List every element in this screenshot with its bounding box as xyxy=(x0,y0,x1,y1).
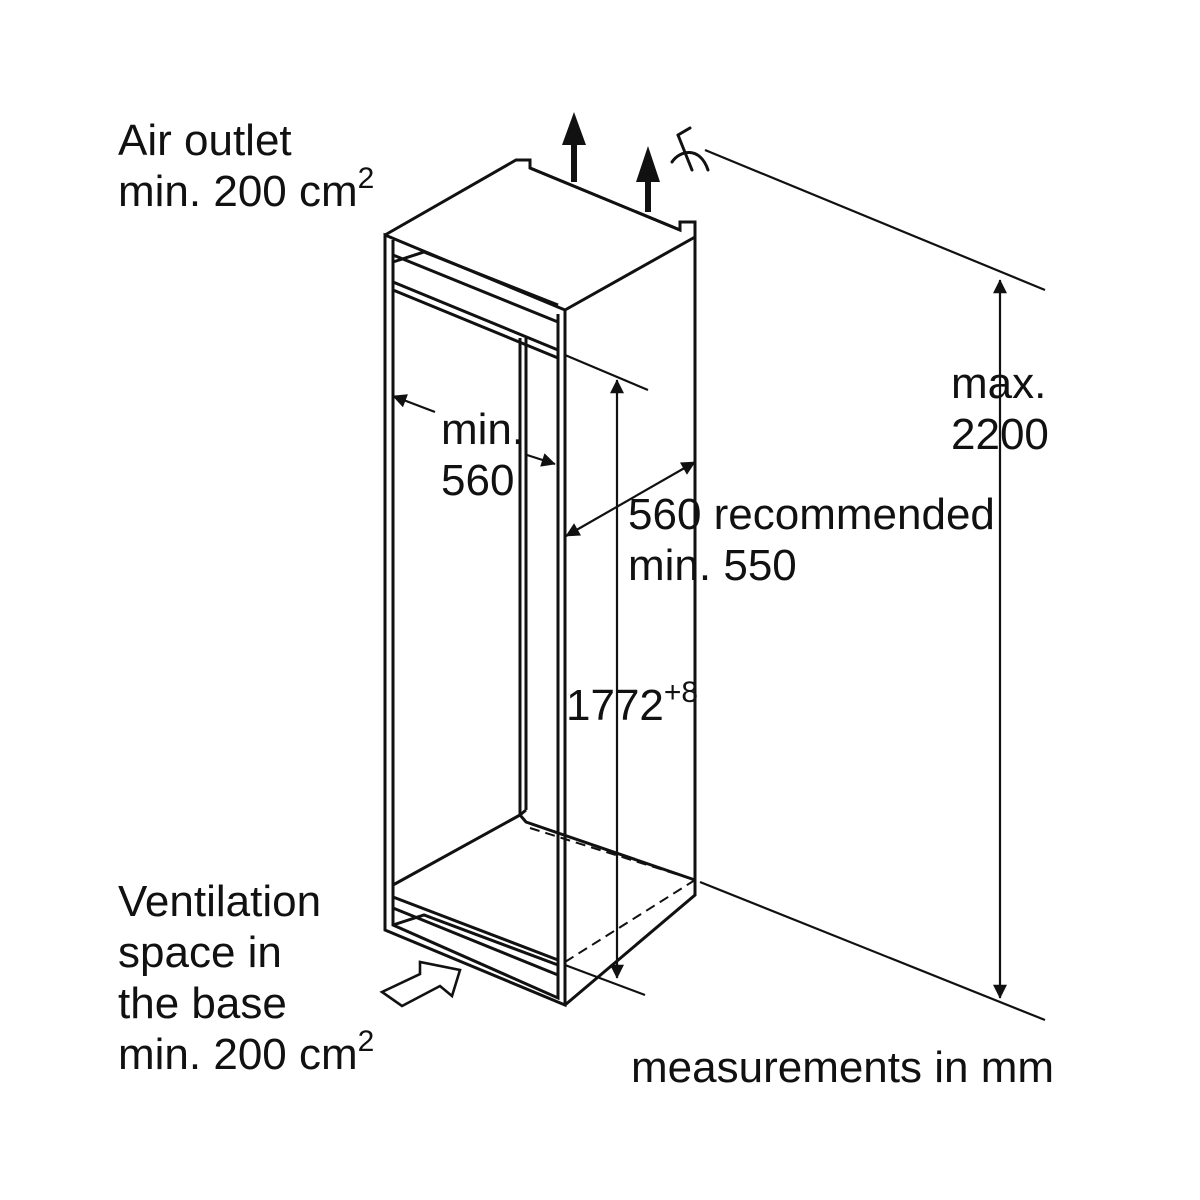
air-outlet-line1: Air outlet xyxy=(118,116,292,165)
air-inlet-arrow-icon xyxy=(379,960,462,1008)
ventilation-line4: min. 200 cm2 xyxy=(118,1025,375,1079)
cabinet-front-inner xyxy=(391,240,560,1001)
niche-width-line1: min. xyxy=(441,405,525,454)
max-height-label: max. 2200 xyxy=(951,358,1049,460)
pivot-symbol-icon xyxy=(670,126,710,172)
units-note: measurements in mm xyxy=(631,1043,1055,1092)
max-height-line1: max. xyxy=(951,359,1047,408)
ventilation-line2: space in xyxy=(118,928,282,977)
niche-depth-line1: 560 recommended xyxy=(628,490,995,539)
hidden-edges xyxy=(529,827,696,963)
air-outlet-arrow-icon xyxy=(562,112,660,212)
inner-back-joint xyxy=(518,814,696,882)
cabinet-outline xyxy=(383,158,697,1008)
dimension-lines xyxy=(563,148,1046,1022)
dimension-arrows xyxy=(392,279,1007,999)
cabinet-top-back xyxy=(529,166,681,232)
niche-width-arrow-right xyxy=(526,453,556,467)
bottom-shelf xyxy=(392,813,559,977)
niche-width-arrow-left xyxy=(392,394,436,414)
niche-depth-arrow xyxy=(565,461,696,537)
ventilation-label: Ventilation space in the base min. 200 c… xyxy=(118,876,374,1080)
cabinet-right-side xyxy=(564,237,697,1007)
max-height-line2: 2200 xyxy=(951,410,1049,459)
niche-height-tolerance: +8 xyxy=(663,676,699,710)
top-shelf xyxy=(392,250,559,360)
niche-depth-label: 560 recommended min. 550 xyxy=(628,489,995,591)
niche-height-label: 1772+8 xyxy=(566,678,698,731)
niche-height-value: 1772 xyxy=(566,681,664,730)
niche-width-line2: 560 xyxy=(441,456,515,505)
air-outlet-label: Air outlet min. 200 cm2 xyxy=(118,115,374,217)
niche-width-label: min. 560 xyxy=(441,404,524,506)
ventilation-line3: the base xyxy=(118,979,287,1028)
ventilation-line1: Ventilation xyxy=(118,877,322,926)
air-outlet-line2: min. 200 cm2 xyxy=(118,162,375,216)
niche-depth-line2: min. 550 xyxy=(628,541,797,590)
